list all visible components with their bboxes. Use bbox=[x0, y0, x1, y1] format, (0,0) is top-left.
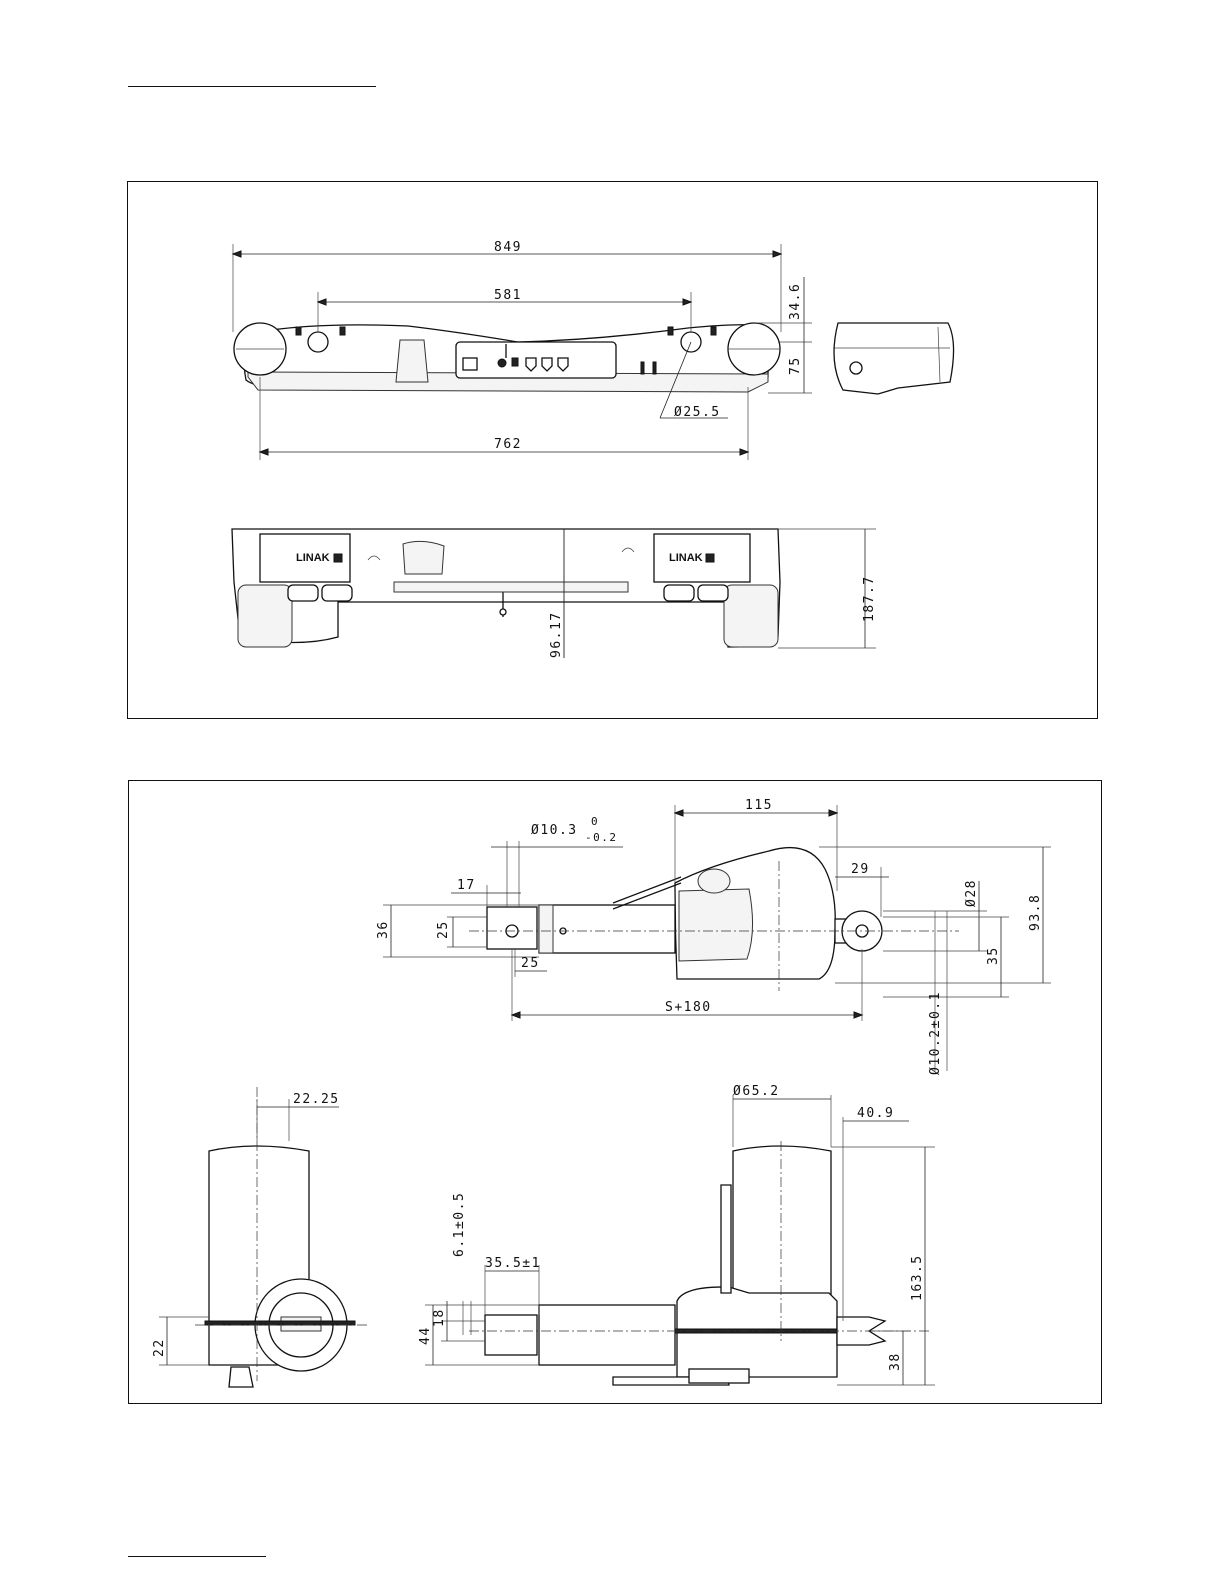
footer-rule bbox=[128, 1556, 266, 1557]
control-box-drawing: 849 581 34.6 75 Ø25.5 762 bbox=[128, 182, 1099, 720]
dim-hole-spacing: 581 bbox=[494, 288, 522, 303]
actuator-drawing: Ø10.3 0 -0.2 115 29 Ø28 93.8 35 17 bbox=[129, 781, 1103, 1405]
dim-total-height: 93.8 bbox=[1028, 894, 1043, 931]
actuator-top-view bbox=[469, 848, 959, 991]
dim-rear-eye-height: 35 bbox=[986, 946, 1001, 965]
dim-pin-tol-upper: 0 bbox=[591, 815, 599, 828]
actuator-end-view bbox=[195, 1087, 369, 1387]
dim-rod-eye-offset: 17 bbox=[457, 878, 476, 893]
dim-top-offset: 34.6 bbox=[788, 283, 803, 320]
dim-side-total-height: 163.5 bbox=[910, 1254, 925, 1301]
brand-left: LINAK bbox=[296, 552, 330, 564]
dim-install-length: S+180 bbox=[665, 1000, 712, 1015]
dim-overall-width: 849 bbox=[494, 240, 522, 255]
dim-motor-diameter: Ø65.2 bbox=[733, 1084, 780, 1099]
dim-rod-eye-width: 25 bbox=[436, 920, 451, 939]
dim-side-rod-eye-length: 35.5±1 bbox=[485, 1256, 541, 1271]
brand-right: LINAK bbox=[669, 552, 703, 564]
dim-height: 75 bbox=[788, 356, 803, 375]
dim-rear-offset: 29 bbox=[851, 862, 870, 877]
header-rule bbox=[128, 86, 376, 87]
dim-side-motor-offset: 40.9 bbox=[857, 1106, 894, 1121]
dim-pin-tol-lower: -0.2 bbox=[585, 831, 618, 844]
dim-rear-eye-diameter: Ø28 bbox=[964, 879, 979, 907]
control-box-bottom-view: LINAK LINAK bbox=[232, 529, 780, 647]
dim-rear-pin-diameter: Ø10.2±0.1 bbox=[928, 991, 943, 1075]
dim-end-motor-offset: 22.25 bbox=[293, 1092, 340, 1107]
dim-rod-width: 36 bbox=[376, 920, 391, 939]
dim-hole-diameter: Ø25.5 bbox=[674, 405, 721, 420]
dim-rod-eye-length: 25 bbox=[521, 956, 540, 971]
dim-housing-length: 115 bbox=[745, 798, 773, 813]
control-box-side-view bbox=[833, 323, 954, 394]
dim-rear-height: 38 bbox=[888, 1352, 903, 1371]
dim-rod-height: 44 bbox=[418, 1326, 433, 1345]
control-box-front-view bbox=[234, 323, 780, 392]
actuator-drawing-panel: Ø10.3 0 -0.2 115 29 Ø28 93.8 35 17 bbox=[128, 780, 1102, 1404]
dim-rod-eye-inner: 18 bbox=[432, 1308, 447, 1327]
dim-center-offset: 96.17 bbox=[549, 611, 564, 658]
dim-pin-diameter-main: Ø10.3 bbox=[531, 823, 578, 838]
dim-end-spindle-offset: 22 bbox=[152, 1338, 167, 1357]
control-box-drawing-panel: 849 581 34.6 75 Ø25.5 762 bbox=[127, 181, 1098, 719]
dim-depth: 187.7 bbox=[862, 575, 877, 622]
dim-rod-slot: 6.1±0.5 bbox=[452, 1192, 467, 1257]
dim-base-width: 762 bbox=[494, 437, 522, 452]
